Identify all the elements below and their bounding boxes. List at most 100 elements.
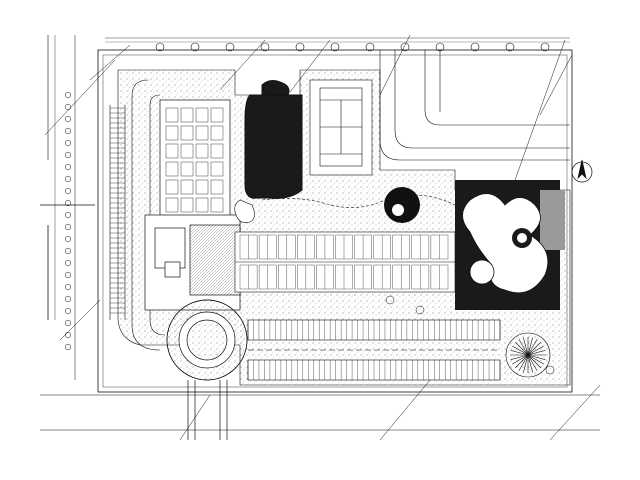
tree-canopy	[435, 42, 445, 52]
tree-canopy	[64, 115, 72, 123]
west-parking-stalls	[110, 107, 125, 314]
tree-canopy	[64, 247, 72, 255]
tree-canopy	[64, 103, 72, 111]
palm-frond	[527, 337, 533, 356]
tree-canopy	[64, 295, 72, 303]
suite-cell	[195, 161, 209, 177]
suite-cell	[195, 143, 209, 159]
suite-cell	[165, 143, 179, 159]
tree-canopy	[190, 42, 200, 52]
palm-frond	[527, 342, 541, 356]
tree-canopy	[330, 42, 340, 52]
palm-tree	[505, 332, 551, 378]
tennis-court	[309, 79, 373, 176]
suite-cell	[180, 179, 194, 195]
palm-frond	[523, 354, 529, 373]
tree-canopy	[470, 42, 480, 52]
guest-suite-grid	[165, 107, 224, 213]
tree-canopy	[64, 151, 72, 159]
palm-frond	[510, 354, 529, 360]
suite-cell	[180, 143, 194, 159]
west-driveway	[109, 79, 166, 351]
tree-canopy	[64, 211, 72, 219]
south-parking-stalls	[247, 320, 501, 380]
palm-frond	[512, 354, 529, 365]
tree-canopy	[64, 307, 72, 315]
palm-frond	[527, 354, 541, 368]
tree-canopy	[64, 199, 72, 207]
tree-canopy	[155, 42, 165, 52]
palm-frond	[510, 350, 529, 356]
palm-base-circle	[505, 332, 551, 378]
tree-canopy	[400, 42, 410, 52]
suite-cell	[165, 179, 179, 195]
suite-cell	[165, 107, 179, 123]
tree-canopy	[64, 319, 72, 327]
street-trees-north	[155, 42, 550, 52]
guest-room-wing	[234, 231, 456, 293]
suite-cell	[210, 197, 224, 213]
tree-canopy	[64, 127, 72, 135]
palm-frond	[515, 342, 529, 356]
suite-cell	[180, 161, 194, 177]
palm-frond	[523, 337, 529, 356]
suite-cell	[195, 125, 209, 141]
suite-cell	[165, 161, 179, 177]
suite-cell	[210, 179, 224, 195]
pool	[234, 80, 303, 223]
tree-canopy	[64, 139, 72, 147]
palm-frond	[512, 345, 529, 356]
tree-canopy	[64, 343, 72, 351]
tree-canopy	[225, 42, 235, 52]
suite-cell	[210, 161, 224, 177]
tree-canopy	[64, 271, 72, 279]
suite-cell	[180, 125, 194, 141]
tree-canopy	[64, 283, 72, 291]
tree-canopy	[295, 42, 305, 52]
tree-canopy	[64, 259, 72, 267]
tree-canopy	[64, 187, 72, 195]
palm-frond	[515, 354, 529, 368]
suite-cell	[180, 107, 194, 123]
tree-canopy	[64, 163, 72, 171]
main-building	[144, 99, 241, 311]
suite-cell	[165, 125, 179, 141]
tree-canopy	[64, 223, 72, 231]
street-trees-west	[64, 91, 72, 351]
site-boundary	[40, 35, 600, 431]
palm-frond	[518, 354, 529, 371]
palm-frond	[527, 345, 544, 356]
tree-canopy	[260, 42, 270, 52]
roundabout	[166, 299, 248, 440]
tree-canopy	[365, 42, 375, 52]
suite-cell	[210, 107, 224, 123]
suite-cell	[180, 197, 194, 213]
north-arrow	[571, 159, 593, 183]
room-units	[239, 234, 449, 290]
tree-canopy	[540, 42, 550, 52]
tree-canopy	[64, 235, 72, 243]
suite-cell	[210, 125, 224, 141]
suite-cell	[195, 179, 209, 195]
suite-cell	[210, 143, 224, 159]
palm-frond	[527, 354, 538, 371]
suite-cell	[165, 197, 179, 213]
landscape-shrubs	[262, 82, 555, 375]
suite-cell	[195, 107, 209, 123]
palm-frond	[518, 339, 529, 356]
tree-canopy	[64, 331, 72, 339]
suite-cell	[195, 197, 209, 213]
tree-canopy	[64, 91, 72, 99]
access-road-north	[379, 50, 570, 161]
palm-frond	[527, 354, 544, 365]
tree-canopy	[505, 42, 515, 52]
tree-canopy	[64, 175, 72, 183]
garden-path	[261, 194, 456, 208]
palm-frond	[527, 354, 533, 373]
palm-frond	[527, 350, 546, 356]
palm-frond	[527, 354, 546, 360]
palm-frond	[527, 339, 538, 356]
kidney-pool	[455, 180, 565, 310]
gazebo	[384, 187, 420, 223]
